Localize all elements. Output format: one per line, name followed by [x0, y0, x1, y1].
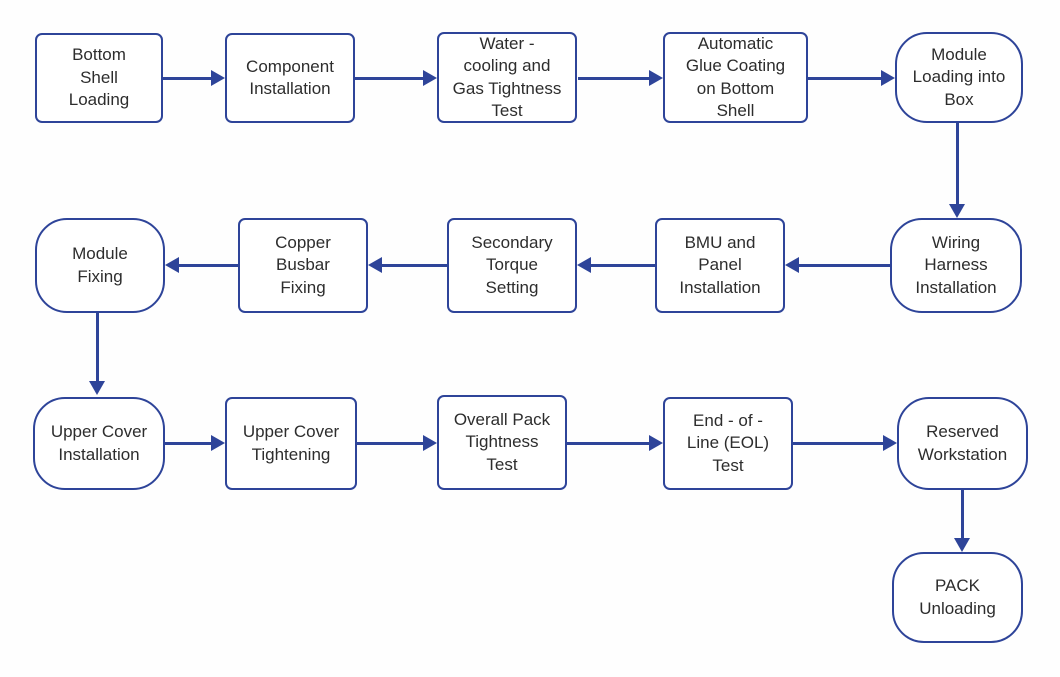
arrow-line: [178, 263, 238, 267]
node-label: Water - cooling and Gas Tightness Test: [452, 33, 562, 120]
arrow-line: [355, 76, 424, 80]
node-pack-unloading: PACK Unloading: [892, 552, 1023, 643]
arrow-line: [163, 76, 212, 80]
node-label: Component Installation: [246, 56, 334, 98]
arrow-line: [357, 441, 424, 445]
node-upper-cover-installation: Upper Cover Installation: [33, 397, 165, 490]
arrow-head-left-icon: [785, 257, 799, 273]
node-reserved-workstation: Reserved Workstation: [897, 397, 1028, 490]
arrow-line: [165, 441, 212, 445]
arrow-head-right-icon: [881, 70, 895, 86]
node-copper-busbar-fixing: Copper Busbar Fixing: [238, 218, 368, 313]
arrow-line: [808, 76, 882, 80]
arrow-line: [793, 441, 884, 445]
node-label: Upper Cover Installation: [50, 422, 148, 464]
node-bmu-panel-installation: BMU and Panel Installation: [655, 218, 785, 313]
node-label: Automatic Glue Coating on Bottom Shell: [685, 33, 786, 120]
arrow-head-right-icon: [649, 70, 663, 86]
arrow-line: [567, 441, 650, 445]
arrow-head-right-icon: [423, 435, 437, 451]
node-label: Secondary Torque Setting: [471, 232, 553, 297]
node-label: End - of - Line (EOL) Test: [686, 410, 770, 475]
node-upper-cover-tightening: Upper Cover Tightening: [225, 397, 357, 490]
arrow-line: [95, 313, 99, 382]
node-label: Wiring Harness Installation: [915, 232, 997, 297]
node-wiring-harness-installation: Wiring Harness Installation: [890, 218, 1022, 313]
arrow-head-left-icon: [368, 257, 382, 273]
node-overall-pack-tightness-test: Overall Pack Tightness Test: [437, 395, 567, 490]
node-label: Copper Busbar Fixing: [275, 232, 331, 297]
node-label: PACK Unloading: [919, 576, 996, 618]
node-secondary-torque-setting: Secondary Torque Setting: [447, 218, 577, 313]
arrow-head-left-icon: [577, 257, 591, 273]
arrow-line: [960, 490, 964, 539]
arrow-head-right-icon: [649, 435, 663, 451]
node-label: BMU and Panel Installation: [679, 232, 761, 297]
arrow-head-right-icon: [211, 435, 225, 451]
arrow-head-right-icon: [423, 70, 437, 86]
node-bottom-shell-loading: Bottom Shell Loading: [35, 33, 163, 123]
node-label: Overall Pack Tightness Test: [453, 409, 551, 474]
node-label: Upper Cover Tightening: [242, 422, 340, 464]
arrow-line: [381, 263, 447, 267]
node-module-loading-into-box: Module Loading into Box: [895, 32, 1023, 123]
arrow-line: [798, 263, 890, 267]
node-label: Module Loading into Box: [912, 44, 1006, 109]
arrow-line: [955, 123, 959, 205]
arrow-head-right-icon: [883, 435, 897, 451]
node-label: Reserved Workstation: [917, 422, 1008, 464]
arrow-line: [590, 263, 655, 267]
arrow-head-down-icon: [89, 381, 105, 395]
node-automatic-glue-coating-bottom-shell: Automatic Glue Coating on Bottom Shell: [663, 32, 808, 123]
arrow-head-right-icon: [211, 70, 225, 86]
arrow-head-down-icon: [954, 538, 970, 552]
node-module-fixing: Module Fixing: [35, 218, 165, 313]
node-label: Bottom Shell Loading: [68, 45, 130, 110]
node-component-installation: Component Installation: [225, 33, 355, 123]
node-end-of-line-eol-test: End - of - Line (EOL) Test: [663, 397, 793, 490]
arrow-head-down-icon: [949, 204, 965, 218]
node-water-cooling-gas-tightness-test: Water - cooling and Gas Tightness Test: [437, 32, 577, 123]
arrow-head-left-icon: [165, 257, 179, 273]
node-label: Module Fixing: [72, 244, 128, 286]
arrow-line: [578, 76, 650, 80]
